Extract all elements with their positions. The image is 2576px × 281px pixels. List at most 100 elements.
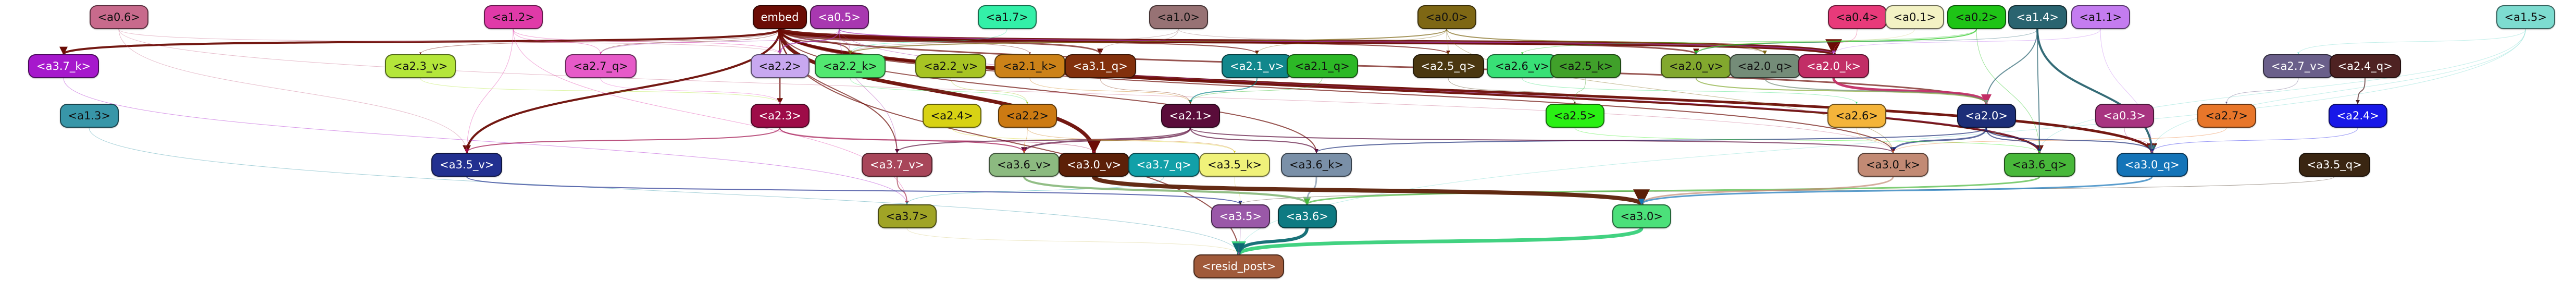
node-a2-5-q[interactable]: <a2.5_q> [1412,54,1484,78]
node-a3-6-q[interactable]: <a3.6_q> [2003,153,2075,177]
edge-a1_1-to-a3_0_q [2100,29,2153,153]
node-a3-0-v[interactable]: <a3.0_v> [1059,153,1130,177]
node-a2-2-b[interactable]: <a2.2> [998,104,1057,128]
node-a2-0-q[interactable]: <a2.0_q> [1729,54,1801,78]
node-a1-0[interactable]: <a1.0> [1149,5,1208,29]
edge-a1_5-to-a3_0_q [2151,29,2526,153]
node-a1-1[interactable]: <a1.1> [2071,5,2130,29]
edge-a0_0-to-a2_2_k [848,29,1447,55]
node-a2-4-q[interactable]: <a2.4_q> [2329,54,2401,78]
node-a2-1-q[interactable]: <a2.1_q> [1286,54,1358,78]
edge-a2_2b-to-a3_5_k [1027,127,1236,153]
node-a3-5[interactable]: <a3.5> [1211,204,1270,228]
edge-a1_7-to-a2_2_k [849,29,1007,55]
node-a3-5-q[interactable]: <a3.5_q> [2298,153,2370,177]
edge-a3_0_k-to-a3_0 [1638,176,1894,205]
node-a2-7-q[interactable]: <a2.7_q> [565,54,637,78]
node-a3-7-k[interactable]: <a3.7_k> [28,54,99,78]
edge-a2_1-to-a3_0_k [1190,127,1895,153]
node-a1-3[interactable]: <a1.3> [59,104,119,128]
node-a2-2-k[interactable]: <a2.2_k> [815,54,886,78]
node-a0-1[interactable]: <a0.1> [1885,5,1944,29]
edge-embed-to-a2_7_q [600,29,780,55]
node-embed[interactable]: embed [752,5,807,29]
node-a2-6-v[interactable]: <a2.6_v> [1487,54,1558,78]
edge-a0_2-to-a2_6_v [1521,29,1977,55]
edge-a2_5_q-to-a2_5 [1448,78,1576,104]
node-a1-4[interactable]: <a1.4> [2008,5,2067,29]
node-a0-3[interactable]: <a0.3> [2095,104,2154,128]
node-a2-0-v[interactable]: <a2.0_v> [1661,54,1732,78]
node-a1-7[interactable]: <a1.7> [977,5,1037,29]
edge-a2_0_q-to-a2_0 [1764,78,1988,104]
node-a1-2[interactable]: <a1.2> [483,5,543,29]
node-a0-4[interactable]: <a0.4> [1827,5,1887,29]
edge-a3_7_k-to-a3_7 [63,78,908,205]
node-a3-7[interactable]: <a3.7> [877,204,937,228]
edge-a2_1-to-a3_6_v [1021,127,1191,154]
edge-embed-to-a3_1_q [779,29,1103,55]
node-a3-6-v[interactable]: <a3.6_v> [989,153,1060,177]
node-a2-7[interactable]: <a2.7> [2197,104,2256,128]
node-a2-0-k[interactable]: <a2.0_k> [1798,54,1870,78]
node-a2-3[interactable]: <a2.3> [750,104,810,128]
node-a2-4[interactable]: <a2.4> [922,104,981,128]
edge-embed-to-a3_7_k [59,28,781,55]
node-a2-2-v[interactable]: <a2.2_v> [915,54,987,78]
edge-a2_2b-to-a3_6_v [1023,127,1028,153]
edge-a3_6-to-resid_post [1233,228,1309,256]
edge-embed-to-a3_0_v [778,29,1101,154]
node-a2-3-v[interactable]: <a2.3_v> [385,54,456,78]
edge-a1_3-to-resid_post [89,127,1240,255]
node-a3-5-k[interactable]: <a3.5_k> [1199,153,1271,177]
edge-embed-to-a2_3_v [419,29,780,55]
node-a3-6-k[interactable]: <a3.6_k> [1281,153,1352,177]
node-a3-0-k[interactable]: <a3.0_k> [1858,153,1929,177]
node-a3-1-q[interactable]: <a3.1_q> [1064,54,1136,78]
node-a2-6[interactable]: <a2.6> [1827,104,1886,128]
node-a0-2[interactable]: <a0.2> [1947,5,2006,29]
node-resid-post[interactable]: <resid_post> [1193,254,1285,278]
edge-a2_7_q-to-a2_3 [600,78,781,104]
edge-a2_0-to-a3_0_k [1890,127,1987,154]
node-a3-0[interactable]: <a3.0> [1612,204,1671,228]
node-a0-0[interactable]: <a0.0> [1417,5,1476,29]
edge-a2_1-to-a3_6_k [1190,127,1318,153]
edge-a1_5-to-a3_6_q [2038,29,2526,153]
edge-a2_7_v-to-a2_7 [2225,78,2299,104]
node-a3-7-q[interactable]: <a3.7_q> [1128,153,1200,177]
edge-a0_0-to-a2_5_q [1446,29,1449,55]
edge-a0_3-to-a3_0_q [2124,127,2153,153]
edge-a1_0-to-a2_2_k [849,29,1179,55]
edge-a2_1_v-to-a2_1 [1188,78,1258,104]
node-a3-6[interactable]: <a3.6> [1277,204,1337,228]
edge-a2_0-to-a3_6_q [1986,127,2042,153]
node-a2-1[interactable]: <a2.1> [1161,104,1220,128]
edge-a3_0_q-to-a3_0 [1638,176,2153,205]
node-a1-5[interactable]: <a1.5> [2496,5,2555,29]
edge-a2_0_v-to-a2_0 [1696,78,1988,104]
node-a2-5-k[interactable]: <a2.5_k> [1550,54,1622,78]
node-a3-0-q[interactable]: <a3.0_q> [2116,153,2188,177]
node-a0-5[interactable]: <a0.5> [810,5,869,29]
node-a3-7-v[interactable]: <a3.7_v> [862,153,933,177]
node-a2-1-v[interactable]: <a2.1_v> [1222,54,1293,78]
edge-a0_5-to-a2_2 [778,29,840,55]
node-a0-6[interactable]: <a0.6> [89,5,148,29]
node-a2-4-b[interactable]: <a2.4> [2328,104,2387,128]
node-a3-5-v[interactable]: <a3.5_v> [431,153,503,177]
node-a2-0[interactable]: <a2.0> [1957,104,2016,128]
edge-a1_2-to-a2_7_q [513,29,602,55]
edge-a1_5-to-a2_7_v [2297,29,2526,55]
edge-a1_4-to-a3_6_q [2037,29,2042,153]
edge-a2_2_k-to-a2_2b [850,78,1028,104]
node-a2-1-k[interactable]: <a2.1_k> [994,54,1066,78]
edge-a2_0_k-to-a2_0 [1832,78,1992,105]
edge-a0_6-to-a3_0_k [118,29,1894,153]
edge-a3_5_v-to-a3_5 [466,176,1242,205]
node-a2-2[interactable]: <a2.2> [750,54,810,78]
edge-a0_2-to-a3_6_q [1976,29,2040,153]
node-a2-5[interactable]: <a2.5> [1545,104,1604,128]
node-a2-7-v[interactable]: <a2.7_v> [2263,54,2334,78]
